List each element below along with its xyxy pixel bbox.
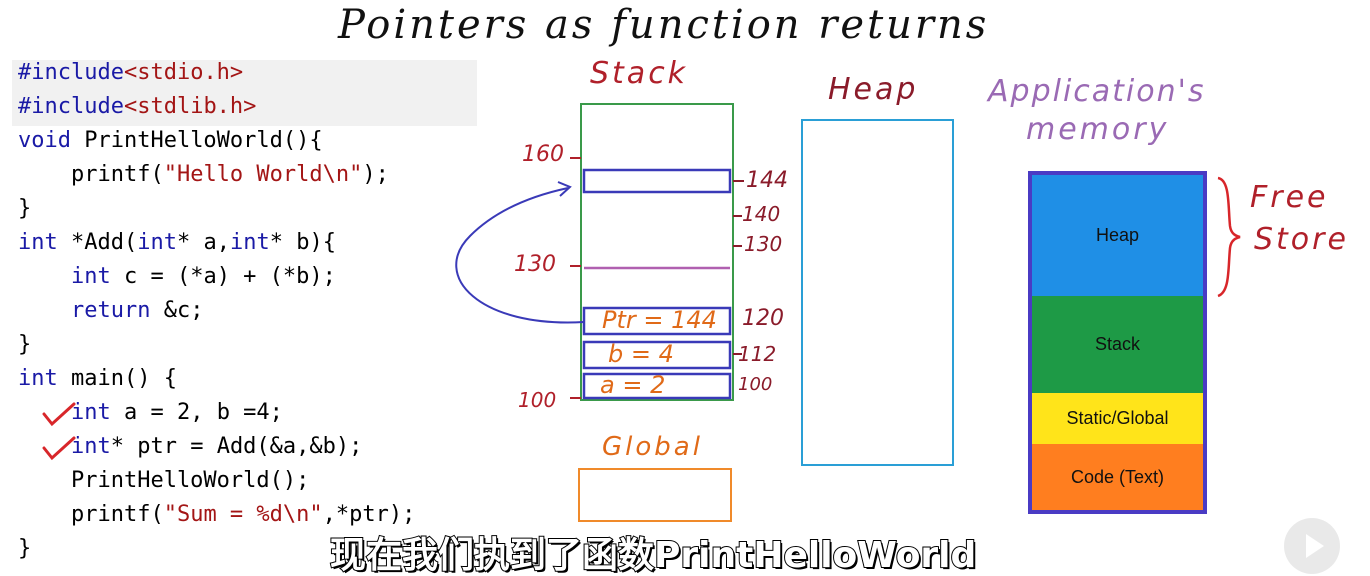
code-line: void PrintHelloWorld(){ <box>18 124 415 158</box>
memory-region-static-global: Static/Global <box>1032 393 1203 444</box>
code-highlight <box>12 60 477 126</box>
code-token: return <box>70 298 151 323</box>
global-box <box>578 468 732 522</box>
code-token: int <box>70 400 111 425</box>
pointer-arrow <box>455 187 585 324</box>
cell-a-box <box>582 372 732 400</box>
code-line: return &c; <box>18 294 415 328</box>
page-title: Pointers as function returns <box>338 2 990 48</box>
app-memory-label-line1: Application's <box>988 74 1206 109</box>
code-line: int c = (*a) + (*b); <box>18 260 415 294</box>
code-token: &c; <box>150 298 204 323</box>
memory-region-stack-label: Stack <box>1094 334 1141 354</box>
code-token: int <box>137 230 177 255</box>
code-line: PrintHelloWorld(); <box>18 464 415 498</box>
heap-label: Heap <box>828 72 919 107</box>
code-line: int* ptr = Add(&a,&b); <box>18 430 415 464</box>
cell-a-value: a = 2 <box>600 371 666 399</box>
code-line: printf("Sum = %d\n",*ptr); <box>18 498 415 532</box>
code-token <box>18 298 71 323</box>
code-token: ,*ptr); <box>322 502 416 527</box>
memory-region-heap: Heap <box>1032 175 1203 296</box>
memory-region-static-global-label: Static/Global <box>1066 408 1169 428</box>
code-listing: #include<stdio.h>#include<stdlib.h>void … <box>18 56 415 566</box>
address-120: 120 <box>742 306 784 331</box>
code-line: int *Add(int* a,int* b){ <box>18 226 415 260</box>
code-token: } <box>18 332 32 357</box>
address-144: 144 <box>746 168 788 193</box>
code-token: "Hello World\n" <box>163 162 363 187</box>
code-token: PrintHelloWorld(){ <box>70 128 323 153</box>
code-token: #include <box>18 60 124 85</box>
stack-frame-printhelloworld <box>582 168 732 194</box>
code-token: main() { <box>57 366 177 391</box>
address-right-130: 130 <box>744 232 783 256</box>
video-subtitle: 现在我们执到了函数PrintHelloWorld <box>329 534 977 576</box>
memory-region-heap-label: Heap <box>1095 225 1140 245</box>
stack-box <box>580 103 734 401</box>
memory-layout: Heap Stack Static/Global Code (Text) <box>1028 171 1207 514</box>
stack-label: Stack <box>590 56 689 91</box>
code-token: * ptr = Add(&a,&b); <box>110 434 363 459</box>
code-line: } <box>18 192 415 226</box>
code-line: int a = 2, b =4; <box>18 396 415 430</box>
code-token: ); <box>362 162 389 187</box>
memory-region-stack: Stack <box>1032 296 1203 393</box>
app-memory-label-line2: memory <box>1026 112 1170 147</box>
address-left-130: 130 <box>514 252 556 277</box>
global-label: Global <box>602 432 703 462</box>
code-token: } <box>18 536 32 561</box>
cell-ptr-box <box>582 306 732 336</box>
code-token: PrintHelloWorld(); <box>18 468 310 493</box>
code-token: printf( <box>18 502 164 527</box>
code-line: #include<stdlib.h> <box>18 90 415 124</box>
code-token: } <box>18 196 32 221</box>
free-store-label-line2: Store <box>1254 222 1349 257</box>
code-line: } <box>18 328 415 362</box>
code-token: * b){ <box>269 230 336 255</box>
code-token: a = 2, b =4; <box>110 400 283 425</box>
code-token: void <box>18 128 71 153</box>
code-line: printf("Hello World\n"); <box>18 158 415 192</box>
free-store-brace <box>1217 176 1241 298</box>
code-token: int <box>229 230 270 255</box>
memory-region-code: Code (Text) <box>1032 444 1203 510</box>
check-icon-line-a <box>42 402 76 427</box>
code-token: int <box>70 434 111 459</box>
code-token: *Add( <box>57 230 138 255</box>
code-token: <stdio.h> <box>123 60 244 85</box>
cell-b-box <box>582 340 732 370</box>
memory-region-code-label: Code (Text) <box>1070 466 1165 487</box>
code-token: <stdlib.h> <box>123 94 257 119</box>
address-right-100: 100 <box>738 374 773 395</box>
code-line: int main() { <box>18 362 415 396</box>
play-button[interactable] <box>1284 518 1340 574</box>
heap-box <box>801 119 954 466</box>
address-160: 160 <box>522 142 564 167</box>
code-token: * a, <box>176 230 230 255</box>
cell-ptr-value: Ptr = 144 <box>602 306 717 334</box>
address-left-100: 100 <box>518 388 557 412</box>
free-store-label-line1: Free <box>1250 180 1329 215</box>
code-token <box>18 264 71 289</box>
code-token: int <box>70 264 111 289</box>
code-line: } <box>18 532 415 566</box>
code-token: #include <box>18 94 124 119</box>
pointer-arrow-head <box>557 181 572 197</box>
code-token: printf( <box>18 162 164 187</box>
check-marks <box>42 402 76 461</box>
code-token: int <box>18 366 58 391</box>
cell-b-value: b = 4 <box>608 340 674 368</box>
address-140: 140 <box>742 202 781 226</box>
check-icon-line-ptr <box>42 436 76 461</box>
code-token: int <box>18 230 58 255</box>
stack-diagram <box>455 103 744 401</box>
address-112: 112 <box>738 342 777 366</box>
code-token: "Sum = %d\n" <box>163 502 323 527</box>
code-line: #include<stdio.h> <box>18 56 415 90</box>
code-token: c = (*a) + (*b); <box>110 264 336 289</box>
brace-icon <box>1217 176 1241 298</box>
